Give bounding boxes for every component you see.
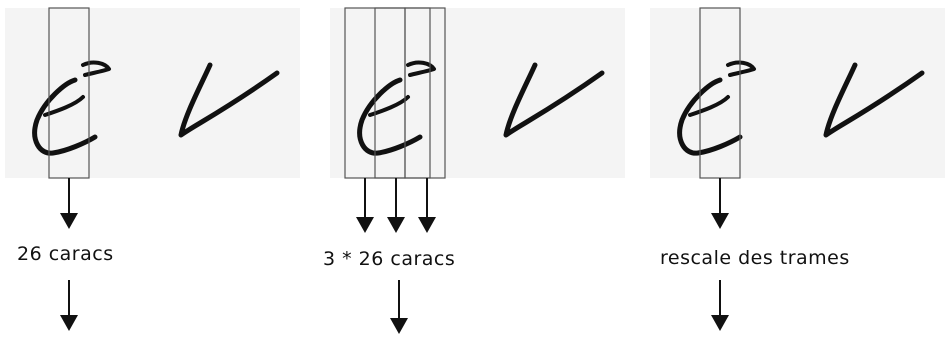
panel-single-frame: 26 caracs — [5, 5, 300, 340]
down-arrow-bottom — [711, 280, 729, 331]
handwritten-letter-e — [35, 62, 109, 153]
down-arrow-top-3 — [418, 178, 436, 233]
caption: 3 * 26 caracs — [323, 248, 455, 270]
handwritten-letter-v — [826, 65, 922, 135]
caption: rescale des trames — [660, 247, 850, 269]
handwritten-letter-v — [181, 65, 277, 135]
down-arrow-bottom — [390, 280, 408, 334]
panel-graphics — [330, 5, 625, 340]
down-arrow-top-2 — [387, 178, 405, 233]
handwritten-letter-e — [680, 62, 754, 153]
panel-graphics — [5, 5, 300, 340]
panel-rescaled-frame: rescale des trames — [650, 5, 945, 340]
handwritten-letter-v — [506, 65, 602, 135]
down-arrow-top — [60, 178, 78, 229]
handwritten-letter-e — [360, 62, 434, 153]
down-arrow-top-1 — [356, 178, 374, 233]
caption: 26 caracs — [17, 243, 114, 265]
panel-graphics — [650, 5, 945, 340]
down-arrow-bottom — [60, 280, 78, 331]
panel-three-frames: 3 * 26 caracs — [330, 5, 625, 340]
down-arrow-top — [711, 178, 729, 229]
analysis-frame-3 — [405, 8, 445, 178]
